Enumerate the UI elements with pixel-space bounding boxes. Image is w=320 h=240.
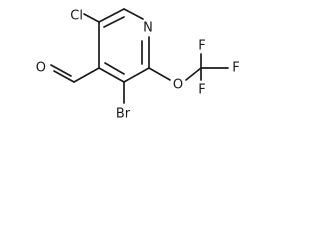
bond-c5-c6 (98, 8, 125, 23)
substituents (50, 13, 229, 104)
atom-labels: Cl N O O F F F Br (36, 9, 240, 122)
bond-cho-o (53, 70, 75, 83)
bond-c5-cl (83, 13, 100, 23)
bond-o-cf3 (185, 67, 202, 81)
bond-c3-c4 (98, 67, 125, 83)
bond-c3-c4-inner (104, 62, 125, 75)
atom-label-f-top: F (198, 39, 205, 54)
pyridine-ring (98, 8, 150, 83)
atom-label-o-ether: O (173, 78, 183, 93)
bond-c2-c3 (123, 67, 150, 83)
bond-c5-c6-inner (103, 16, 125, 28)
bond-cho-o-inner (50, 64, 72, 77)
bond-c2-o (148, 67, 171, 81)
atom-label-f-bottom: F (198, 83, 205, 98)
atom-label-f-right: F (232, 61, 239, 76)
atom-label-o-aldehyde: O (36, 61, 46, 76)
atom-label-cl: Cl (70, 9, 83, 24)
atom-label-br: Br (116, 107, 131, 122)
bond-c4-cho (73, 67, 100, 83)
chemical-structure: Cl N O O F F F Br (36, 8, 240, 122)
atom-label-n: N (143, 21, 153, 36)
bond-c6-n (123, 8, 144, 20)
